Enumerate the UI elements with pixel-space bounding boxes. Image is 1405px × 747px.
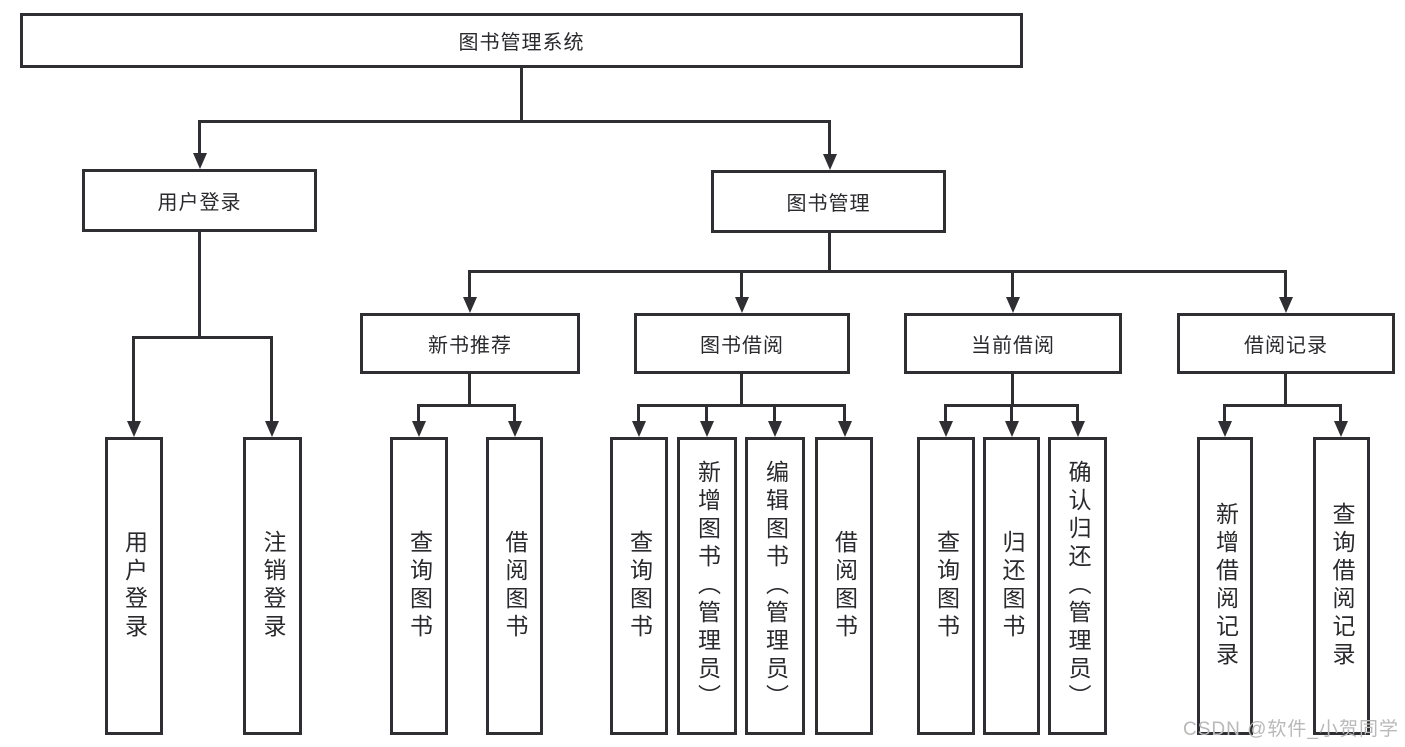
connector-line xyxy=(1223,404,1226,422)
arrow-down-icon xyxy=(412,421,426,437)
node-library-system-label: 图书管理系统 xyxy=(458,32,585,54)
arrow-down-icon xyxy=(939,421,953,437)
arrow-down-icon xyxy=(193,153,207,169)
leaf-confirm-return-admin-label: 确认归还（管理员） xyxy=(1065,460,1091,712)
connector-line xyxy=(513,404,516,422)
connector-line xyxy=(637,404,846,407)
arrow-down-icon xyxy=(700,421,714,437)
arrow-down-icon xyxy=(838,421,852,437)
leaf-borrow-books-1: 借阅图书 xyxy=(486,437,543,735)
node-book-management-label: 图书管理 xyxy=(786,193,871,215)
leaf-return-book: 归还图书 xyxy=(983,437,1040,735)
arrow-down-icon xyxy=(463,297,477,313)
leaf-query-books-1-label: 查询图书 xyxy=(406,530,433,642)
arrow-down-icon xyxy=(508,421,522,437)
leaf-borrow-books-2-label: 借阅图书 xyxy=(831,530,858,642)
connector-line xyxy=(828,233,831,273)
leaf-add-book-admin-label: 新增图书（管理员） xyxy=(694,460,721,712)
arrow-down-icon xyxy=(823,154,837,170)
connector-line xyxy=(705,404,708,422)
connector-line xyxy=(944,404,947,422)
connector-line xyxy=(637,404,640,422)
connector-line xyxy=(520,68,523,120)
leaf-return-book-label: 归还图书 xyxy=(999,530,1025,642)
node-current-borrow-label: 当前借阅 xyxy=(971,335,1055,357)
leaf-query-books-1: 查询图书 xyxy=(390,437,448,735)
leaf-confirm-return-admin: 确认归还（管理员） xyxy=(1048,437,1107,735)
node-book-borrow: 图书借阅 xyxy=(634,313,850,374)
node-current-borrow: 当前借阅 xyxy=(904,313,1122,374)
connector-line xyxy=(740,270,743,298)
connector-line xyxy=(843,404,846,422)
connector-line xyxy=(1011,270,1014,298)
leaf-query-books-3-label: 查询图书 xyxy=(933,530,960,642)
leaf-query-books-2: 查询图书 xyxy=(610,437,668,735)
connector-line xyxy=(1284,374,1287,407)
connector-line xyxy=(1010,404,1013,422)
leaf-query-books-3: 查询图书 xyxy=(917,437,975,735)
connector-line xyxy=(1011,374,1014,407)
leaf-query-borrow-record-label: 查询借阅记录 xyxy=(1329,502,1355,670)
connector-line xyxy=(1339,404,1342,422)
node-borrow-records: 借阅记录 xyxy=(1177,313,1395,374)
connector-line xyxy=(198,120,831,123)
arrow-down-icon xyxy=(127,421,141,437)
leaf-logout: 注销登录 xyxy=(243,437,302,735)
leaf-user-login-label: 用户登录 xyxy=(121,530,148,642)
connector-line xyxy=(417,404,420,422)
node-user-login: 用户登录 xyxy=(82,169,317,232)
arrow-down-icon xyxy=(265,421,279,437)
arrow-down-icon xyxy=(768,421,782,437)
arrow-down-icon xyxy=(1071,421,1085,437)
node-library-system: 图书管理系统 xyxy=(20,13,1023,68)
connector-line xyxy=(468,270,471,298)
node-book-borrow-label: 图书借阅 xyxy=(700,335,784,357)
arrow-down-icon xyxy=(1005,421,1019,437)
connector-line xyxy=(828,120,831,155)
connector-line xyxy=(198,232,201,339)
connector-line xyxy=(198,120,201,154)
node-book-management: 图书管理 xyxy=(711,170,946,233)
connector-line xyxy=(1076,404,1079,422)
leaf-edit-book-admin: 编辑图书（管理员） xyxy=(745,437,805,735)
connector-line xyxy=(468,270,1287,273)
arrow-down-icon xyxy=(1218,421,1232,437)
leaf-edit-book-admin-label: 编辑图书（管理员） xyxy=(762,460,789,712)
leaf-borrow-books-1-label: 借阅图书 xyxy=(502,530,528,642)
arrow-down-icon xyxy=(632,421,646,437)
connector-line xyxy=(1223,404,1342,407)
arrow-down-icon xyxy=(1279,297,1293,313)
connector-line xyxy=(132,336,135,421)
leaf-query-books-2-label: 查询图书 xyxy=(626,530,653,642)
leaf-query-borrow-record: 查询借阅记录 xyxy=(1313,437,1370,735)
leaf-borrow-books-2: 借阅图书 xyxy=(815,437,873,735)
connector-line xyxy=(132,336,273,339)
connector-line xyxy=(1284,270,1287,298)
connector-line xyxy=(468,374,471,407)
connector-line xyxy=(773,404,776,422)
connector-line xyxy=(417,404,516,407)
csdn-watermark: CSDN @软件_小贺同学 xyxy=(1183,719,1399,740)
connector-line xyxy=(270,336,273,421)
leaf-add-borrow-record: 新增借阅记录 xyxy=(1197,437,1253,735)
node-new-book-recommend: 新书推荐 xyxy=(360,313,580,374)
leaf-user-login: 用户登录 xyxy=(105,437,163,735)
arrow-down-icon xyxy=(1006,297,1020,313)
leaf-add-borrow-record-label: 新增借阅记录 xyxy=(1212,502,1239,670)
node-new-book-recommend-label: 新书推荐 xyxy=(428,335,512,357)
node-borrow-records-label: 借阅记录 xyxy=(1244,335,1328,357)
arrow-down-icon xyxy=(735,297,749,313)
node-user-login-label: 用户登录 xyxy=(157,192,242,214)
arrow-down-icon xyxy=(1334,421,1348,437)
leaf-add-book-admin: 新增图书（管理员） xyxy=(677,437,737,735)
leaf-logout-label: 注销登录 xyxy=(260,530,286,642)
connector-line xyxy=(740,374,743,407)
